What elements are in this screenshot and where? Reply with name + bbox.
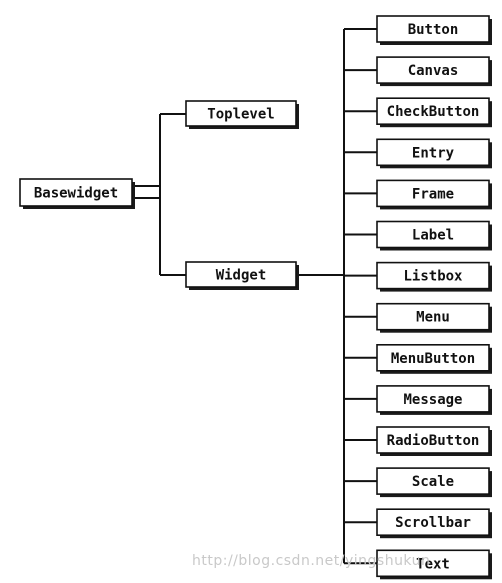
node-label: Canvas [408,63,459,79]
node-box [376,467,490,495]
node-text: Text [376,549,492,580]
node-label: Basewidget [34,186,118,202]
node-menu: Menu [376,302,492,333]
node-box [376,302,490,331]
node-label: RadioButton [387,433,480,449]
node-canvas: Canvas [376,56,492,87]
node-label: MenuButton [391,351,475,367]
node-menubutton: MenuButton [376,343,492,374]
node-listbox: Listbox [376,261,492,292]
node-button: Button [376,15,492,45]
node-box [19,178,133,207]
node-entry: Entry [376,138,492,169]
node-label: Text [416,556,450,572]
node-label: Scale [412,474,454,490]
node-label: Widget [216,268,267,284]
node-label: Listbox [403,269,463,285]
node-box [376,97,490,125]
node-label: Label [376,220,492,251]
node-box [376,261,490,290]
node-widget: Widget [185,261,299,290]
watermark-url: http://blog.csdn.net/yingshukun [192,553,431,569]
node-box [376,220,490,249]
node-label: Message [403,392,462,408]
node-box [376,343,490,372]
node-toplevel: Toplevel [185,100,299,129]
node-box [376,179,490,208]
node-box [185,261,297,288]
node-box [376,549,490,578]
node-label: Button [408,22,459,38]
node-message: Message [376,385,492,415]
node-label: Entry [412,145,455,161]
connector-lines [132,28,377,565]
node-checkbutton: CheckButton [376,97,492,128]
node-box [376,56,490,84]
node-frame: Frame [376,179,492,210]
node-label: Toplevel [207,107,274,123]
node-scale: Scale [376,467,492,498]
node-label: Label [412,228,454,244]
node-box [376,385,490,413]
node-box [376,15,490,43]
node-label: CheckButton [387,104,480,120]
node-box [185,100,297,127]
node-label: Frame [412,186,454,202]
node-box [376,508,490,537]
node-scrollbar: Scrollbar [376,508,492,539]
node-label: Menu [416,310,450,326]
node-basewidget: Basewidget [19,178,135,209]
node-radiobutton: RadioButton [376,426,492,456]
node-label: Scrollbar [395,515,471,531]
node-box [376,426,490,454]
node-box [376,138,490,167]
